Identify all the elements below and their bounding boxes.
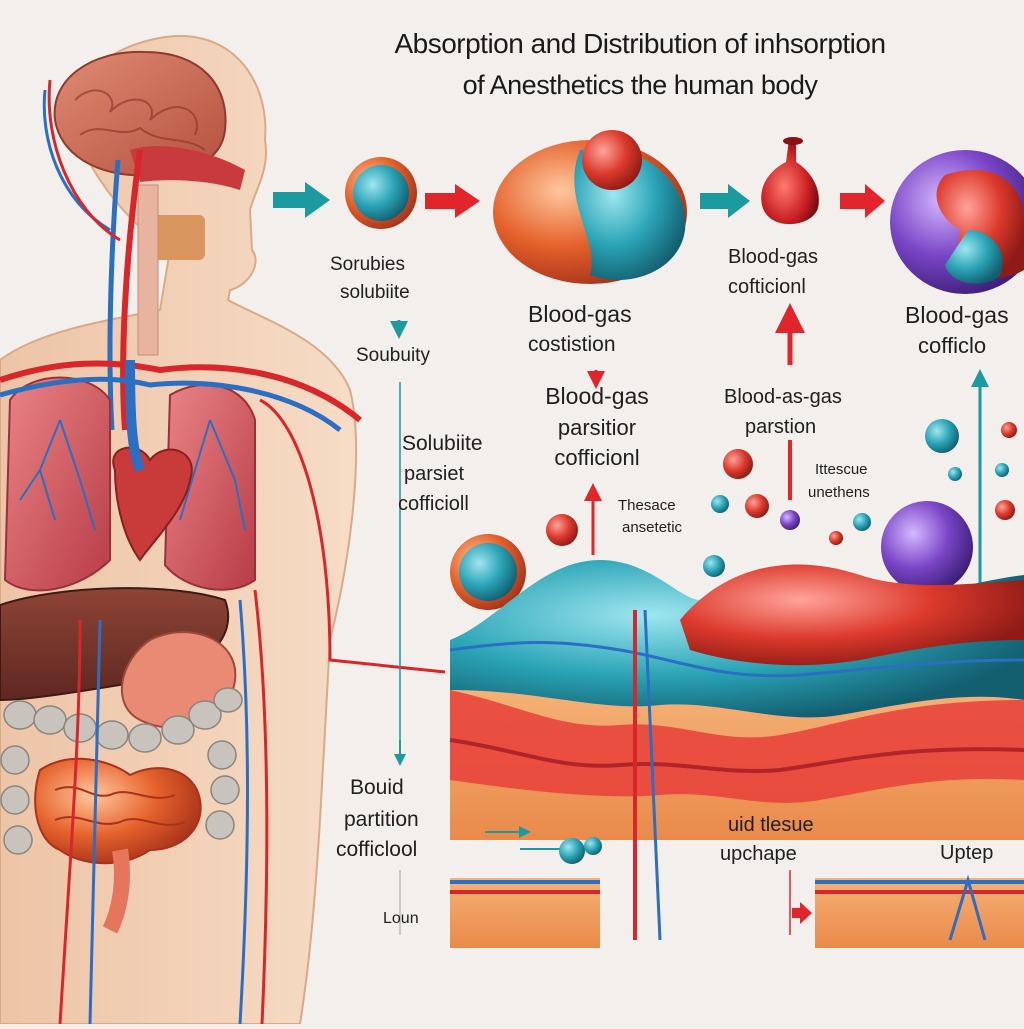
molecule-icon [450, 534, 526, 610]
right-arrow-icon [700, 184, 750, 218]
label-bouid-line3: cofficlool [336, 838, 418, 861]
right-arrow-icon [840, 184, 885, 218]
label-thesace-line2: ansetetic [622, 519, 683, 536]
thyroid [150, 215, 205, 260]
label-blood-gas-partition-line1: Blood-gas [545, 383, 649, 409]
label-solubiite-line1: Solubiite [402, 432, 483, 455]
right-arrow-icon [792, 902, 812, 924]
label-blood-as-gas-line2: parstion [745, 416, 817, 438]
molecule-cluster-purple-red [890, 150, 1024, 294]
label-solubility-mid: Soubuity [356, 345, 430, 366]
label-solubility-top-1: Sorubies [330, 254, 405, 275]
label-solubiite-line3: cofficioll [398, 493, 469, 515]
brain [53, 50, 227, 177]
label-solubiite-line2: parsiet [404, 463, 465, 485]
label-ittescue-line2: unethens [808, 484, 870, 501]
label-blood-gas-2-line2: cofticionl [728, 276, 806, 298]
title-line-1: Absorption and Distribution of inhsorpti… [394, 28, 886, 59]
label-loun: Loun [383, 910, 419, 927]
label-blood-gas-partition-line3: cofficionl [554, 445, 640, 470]
molecule-cluster-orange-teal [493, 130, 687, 284]
label-bouid-line2: partition [344, 808, 419, 831]
human-body-illustration [0, 35, 446, 1025]
label-solubility-top-2: solubiite [340, 282, 410, 303]
blood-drop-icon [761, 137, 819, 225]
label-bouid-line1: Bouid [350, 776, 404, 799]
label-blood-gas-1-line2: costistion [528, 333, 616, 356]
molecule-small-mixed [345, 157, 417, 229]
label-ittescue-line1: Ittescue [815, 461, 868, 478]
right-arrow-icon [273, 182, 330, 218]
label-blood-as-gas-line1: Blood-as-gas [724, 386, 842, 408]
label-blood-gas-3-line1: Blood-gas [905, 302, 1009, 328]
small-intestine [34, 757, 202, 865]
label-thesace-line1: Thesace [618, 497, 676, 514]
skin-layer [450, 874, 1024, 948]
right-arrow-icon [425, 184, 480, 218]
label-uid-tissue-line1: uid tlesue [728, 814, 814, 836]
molecule-icon [485, 826, 602, 864]
label-uid-tissue-line2: upchape [720, 843, 797, 865]
label-blood-gas-3-line2: cofficlo [918, 333, 987, 358]
large-intestine [0, 687, 243, 855]
label-blood-gas-2-line1: Blood-gas [728, 246, 819, 268]
label-uptep: Uptep [940, 842, 994, 864]
tissue-cross-section [449, 560, 1024, 840]
title-line-2: of Anesthetics the human body [462, 70, 818, 100]
left-lung [3, 376, 111, 592]
label-blood-gas-partition-line2: parsitior [557, 415, 637, 440]
label-blood-gas-1-line1: Blood-gas [528, 301, 632, 327]
